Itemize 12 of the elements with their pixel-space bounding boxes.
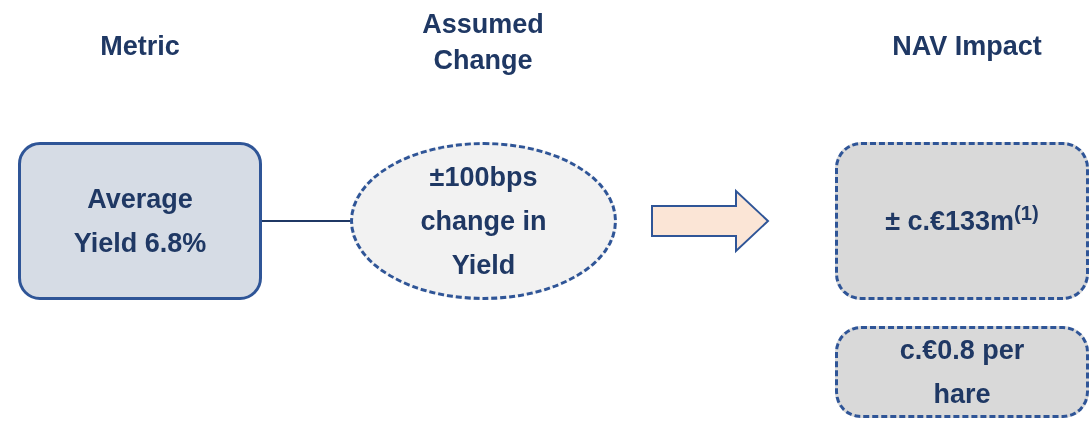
column-heading: NAV Impact (891, 30, 1043, 63)
node-text: Average Yield 6.8% (72, 183, 208, 260)
column-heading: Assumed Change (421, 8, 545, 77)
value-box (835, 326, 1089, 418)
node-text: ±100bps change in Yield (419, 161, 548, 282)
block-arrow (651, 188, 770, 254)
value-box (18, 142, 262, 300)
node-text: c.€0.8 per hare (898, 334, 1026, 411)
value-box (835, 142, 1089, 300)
node-text: ± c.€133m$^{(1)}$ (884, 200, 1040, 238)
connector-line (261, 220, 351, 222)
column-heading: Metric (99, 30, 181, 63)
